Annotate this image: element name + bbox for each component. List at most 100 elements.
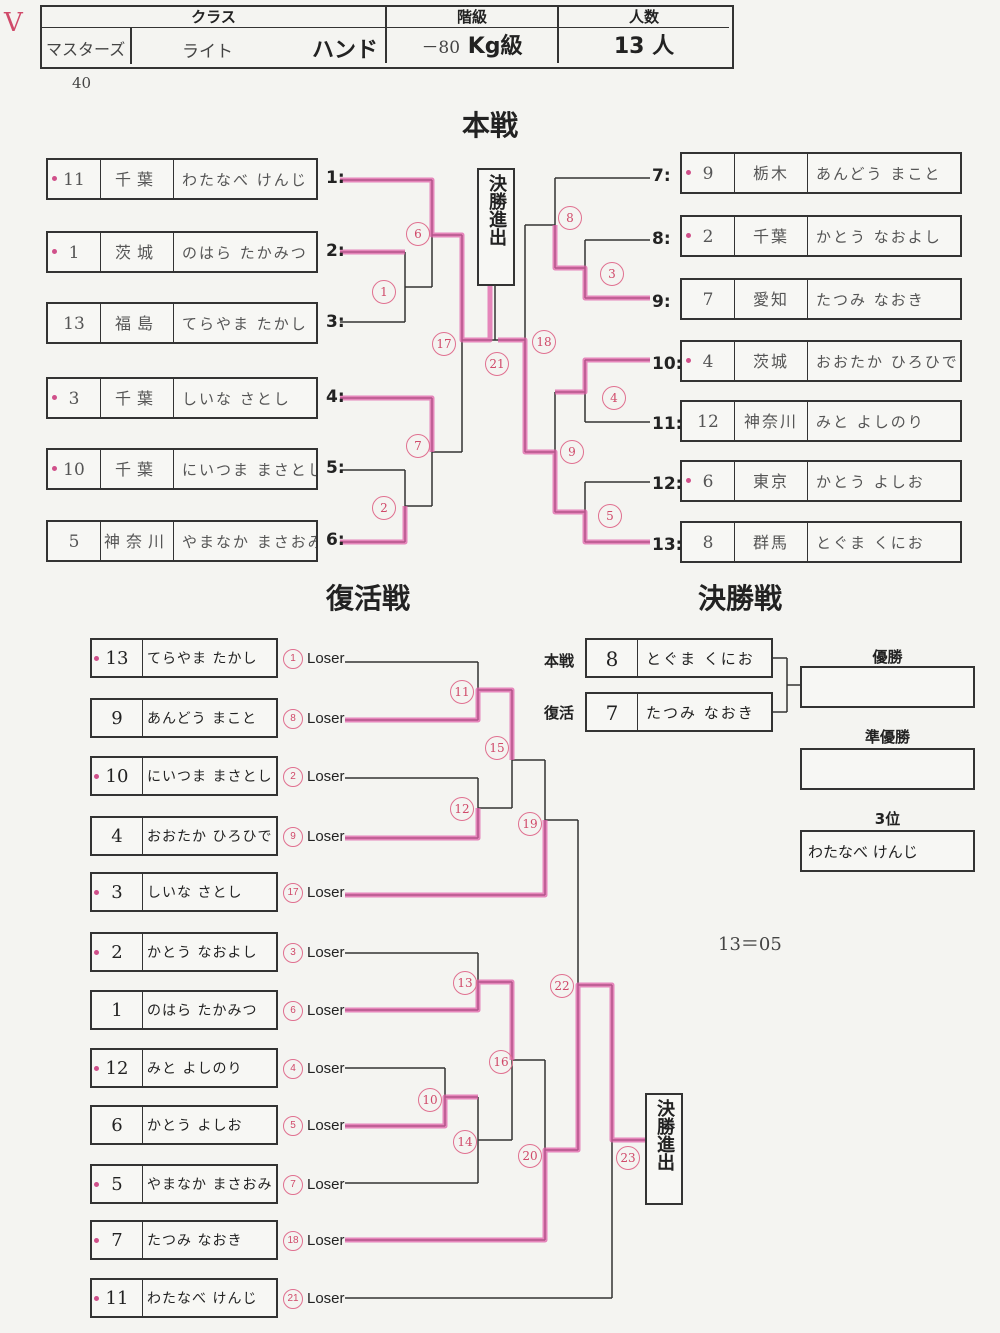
count-label: 人数 — [559, 7, 729, 28]
section-final-title: 決勝戦 — [698, 582, 783, 615]
match-number: 16 — [489, 1050, 513, 1074]
handwritten-note: 13＝05 — [718, 934, 782, 955]
source-match-number: 3 — [283, 943, 303, 963]
match-number: 17 — [432, 332, 456, 356]
source-match-number: 7 — [283, 1175, 303, 1195]
runner-up-label: 準優勝 — [864, 728, 910, 746]
entry-name: わたなべ けんじ — [182, 171, 308, 189]
entry-name: かとう なおよし — [147, 945, 258, 961]
entry-name: やまなか まさおみ — [182, 533, 316, 551]
entry-seed: 2 — [92, 934, 143, 970]
class-cell: クラス マスターズ ライト ハンド — [42, 7, 387, 64]
final-seed: 7 — [587, 694, 638, 730]
match-number: 3 — [600, 262, 624, 286]
slot-number: 6: — [326, 530, 345, 550]
entry-name: おおたか ひろひで — [147, 829, 273, 845]
match-number: 2 — [372, 496, 396, 520]
source-match-number: 18 — [283, 1231, 303, 1251]
slot-number: 9: — [652, 292, 671, 312]
final-seed: 8 — [587, 640, 638, 676]
entry-seed: 9 — [682, 154, 735, 192]
entry-seed: 11 — [48, 160, 101, 198]
match-number: 1 — [372, 280, 396, 304]
entry-name: かとう なおよし — [816, 228, 942, 246]
loser-label: Loser — [307, 1116, 345, 1134]
count-cell: 人数 13 人 — [559, 7, 729, 63]
section-repechage-title: 復活戦 — [326, 582, 411, 615]
entry-seed: 12 — [682, 402, 735, 440]
entry-dot-mark — [52, 466, 57, 471]
entry-dot-mark — [94, 1066, 99, 1071]
loser-label: Loser — [307, 649, 345, 667]
class-value-light: ライト — [182, 42, 233, 62]
final-rep-label: 復活 — [544, 704, 575, 722]
entry-seed: 13 — [92, 640, 143, 676]
count-value: 13 人 — [613, 34, 675, 59]
match-number: 21 — [485, 352, 509, 376]
source-match-number: 1 — [283, 649, 303, 669]
final-name: とぐま くにお — [646, 650, 755, 668]
match-number: 13 — [453, 971, 477, 995]
source-match-number: 9 — [283, 827, 303, 847]
entry-name: しいな さとし — [147, 885, 243, 901]
match-number: 22 — [550, 974, 574, 998]
corner-mark: V — [4, 8, 23, 38]
entry-prefecture: 茨城 — [735, 342, 808, 380]
final-entry-repechage: 7 たつみ なおき — [585, 692, 773, 732]
loser-label: Loser — [307, 709, 345, 727]
winner-label: 優勝 — [872, 648, 903, 666]
slot-number: 12: — [652, 474, 683, 494]
repechage-advance-box: 決勝進出 — [645, 1093, 683, 1205]
entry-dot-mark — [686, 233, 691, 238]
winner-box — [800, 666, 975, 708]
entry-dot-mark — [94, 1182, 99, 1187]
entry-name: かとう よしお — [816, 473, 925, 491]
slot-number: 10: — [652, 354, 683, 374]
entry-name: にいつま まさとし — [147, 769, 273, 785]
entry-dot-mark — [686, 478, 691, 483]
entry-seed: 8 — [682, 523, 735, 561]
match-number: 10 — [418, 1088, 442, 1112]
entry-seed: 6 — [92, 1107, 143, 1143]
final-entry-main: 8 とぐま くにお — [585, 638, 773, 678]
entry-dot-mark — [94, 1238, 99, 1243]
loser-label: Loser — [307, 827, 345, 845]
main-advance-box: 決勝進出 — [477, 168, 515, 286]
entry-name: とぐま くにお — [816, 534, 925, 552]
entry-dot-mark — [94, 890, 99, 895]
grade-value: －80 — [421, 38, 461, 58]
entry-dot-mark — [52, 249, 57, 254]
loser-label: Loser — [307, 1231, 345, 1249]
entry-name: やまなか まさおみ — [147, 1177, 273, 1193]
final-name: たつみ なおき — [646, 704, 755, 722]
class-value-hand: ハンド — [312, 38, 379, 63]
entry-name: おおたか ひろひで — [816, 353, 959, 371]
slot-number: 7: — [652, 166, 671, 186]
entry-dot-mark — [94, 1296, 99, 1301]
source-match-number: 2 — [283, 767, 303, 787]
match-number: 19 — [518, 812, 542, 836]
entry-prefecture: 愛知 — [735, 280, 808, 318]
slot-number: 5: — [326, 458, 345, 478]
